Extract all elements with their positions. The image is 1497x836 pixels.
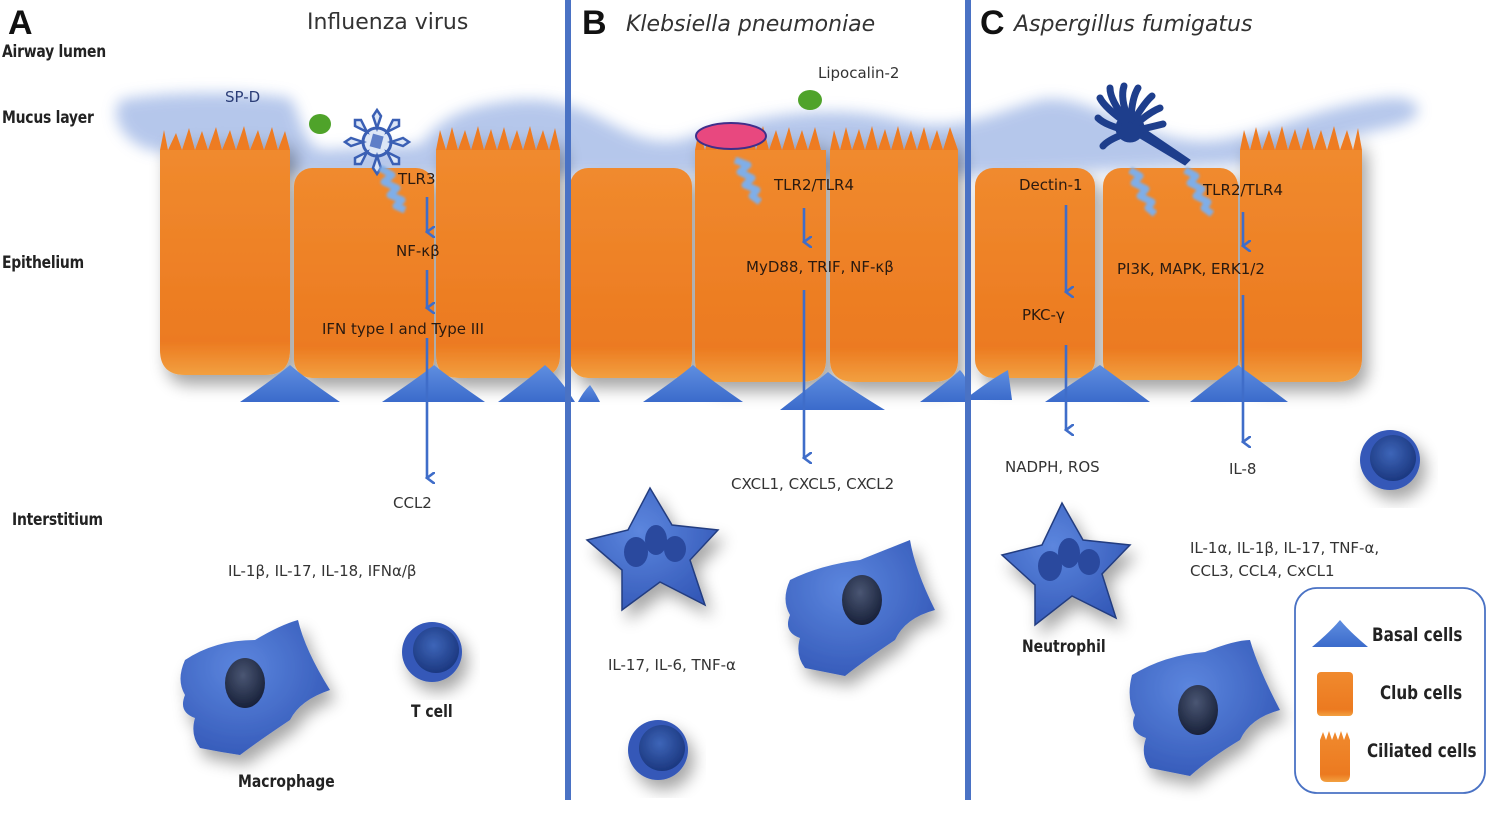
basal-cell [964,370,1012,400]
t-cell-icon [628,720,688,780]
tlr3-receptor-icon [378,164,407,214]
basal-cell [780,372,885,410]
club-cell [294,168,434,378]
basal-cell [1045,365,1150,402]
epithelium-panel-c [975,126,1362,382]
basal-cell [920,370,970,402]
basal-cell [1190,365,1288,402]
tlr-receptor-icon [733,156,763,205]
club-cell-square-icon [1317,672,1353,716]
cxcl-chemokines-label: CXCL1, CXCL5, CXCL2 [731,475,895,493]
nf-kb-label: NF-κβ [396,242,440,260]
ciliated-cell-icon [1320,731,1350,782]
panel-letter-a: A [8,4,33,42]
ciliated-cell [695,126,826,382]
basal-cell [382,365,485,402]
sp-d-molecule-icon [309,114,331,134]
ciliated-cell [830,126,958,382]
nadph-ros-label: NADPH, ROS [1005,458,1100,476]
panel-c-cytokines-line1: IL-1α, IL-1β, IL-17, TNF-α, [1190,539,1380,557]
panel-a-cytokines-label: IL-1β, IL-17, IL-18, IFNα/β [228,562,417,580]
panel-b-cytokines-label: IL-17, IL-6, TNF-α [608,656,736,674]
panel-letter-b: B [582,4,607,42]
tlr2-tlr4-label-b: TLR2/TLR4 [774,176,855,194]
ciliated-cell [1240,126,1362,382]
basal-cell [643,365,743,402]
neutrophil-cell-icon [585,486,720,612]
ccl2-label: CCL2 [393,494,432,512]
macrophage-cell-icon [1129,640,1280,776]
panel-divider [965,0,971,800]
panel-title-b: Klebsiella pneumoniae [626,12,876,37]
tlr2-tlr4-receptor-icon [1183,166,1215,217]
signaling-arrows [427,197,1243,478]
neutrophil-cell-icon [1000,501,1132,627]
layer-label-mucus-layer: Mucus layer [2,108,94,128]
tlr2-tlr4-label-c: TLR2/TLR4 [1203,181,1284,199]
pi3k-mapk-erk-label: PI3K, MAPK, ERK1/2 [1117,260,1265,278]
club-cell [1103,168,1238,380]
layer-label-epithelium: Epithelium [2,253,84,273]
myd88-trif-nfkb-label: MyD88, TRIF, NF-κβ [746,258,894,276]
basal-cells [240,365,1288,410]
basal-cell-triangle-icon [1312,620,1368,647]
club-cell [570,168,692,378]
neutrophil-label: Neutrophil [1022,637,1106,657]
basal-cell [498,365,575,402]
ifn-type-label: IFN type I and Type III [322,320,484,338]
klebsiella-bacterium-icon [695,122,767,150]
t-cell-label: T cell [411,702,453,722]
legend-label-basal-cells: Basal cells [1372,624,1463,646]
ciliated-cell [436,126,560,378]
macrophage-cell-icon [180,620,330,755]
tlr3-label: TLR3 [398,170,436,188]
panel-title-a: Influenza virus [307,10,469,35]
macrophage-label: Macrophage [238,772,335,792]
epithelium-panel-b [570,126,958,382]
t-cell-icon [1360,430,1420,490]
macrophage-cell-icon [785,540,935,676]
epithelium-panel-a [160,126,560,378]
basal-cell [240,365,340,402]
panel-divider [565,0,571,800]
lipocalin-2-label: Lipocalin-2 [818,64,900,82]
layer-label-airway-lumen: Airway lumen [2,42,106,62]
legend-label-club-cells: Club cells [1380,682,1463,704]
layer-label-interstitium: Interstitium [12,510,103,530]
pkc-gamma-label: PKC-γ [1022,306,1065,324]
dectin-receptor-icon [1128,166,1158,217]
sp-d-label: SP-D [225,88,261,106]
legend-label-ciliated-cells: Ciliated cells [1367,740,1477,762]
legend-box [1294,587,1486,794]
basal-cell [578,385,600,402]
aspergillus-fungus-icon [1094,82,1191,166]
influenza-virus-icon [342,107,412,177]
dectin-1-label: Dectin-1 [1019,176,1083,194]
ciliated-cell [160,126,290,375]
panel-letter-c: C [980,4,1005,42]
il-8-label: IL-8 [1229,460,1257,478]
club-cell [975,168,1095,378]
panel-c-cytokines-line2: CCL3, CCL4, CxCL1 [1190,562,1335,580]
lipocalin-2-molecule-icon [798,90,822,110]
panel-title-c: Aspergillus fumigatus [1014,12,1253,37]
t-cell-icon [402,622,462,682]
